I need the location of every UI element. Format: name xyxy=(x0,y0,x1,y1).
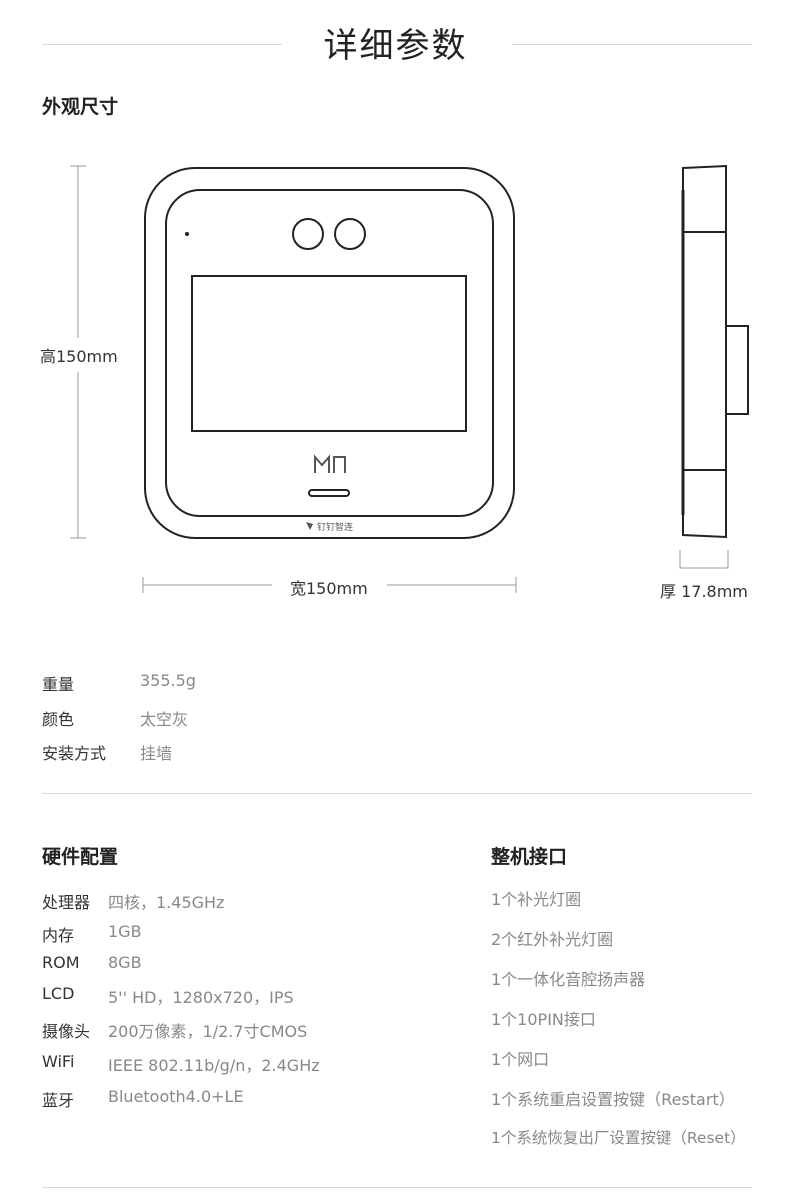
interface-item: 1个10PIN接口 xyxy=(491,1010,596,1029)
logo-mark xyxy=(314,454,346,473)
camera-right xyxy=(334,218,366,250)
hardware-section-title: 硬件配置 xyxy=(42,846,119,868)
brand-text: 钉钉智连 xyxy=(317,523,354,533)
hardware-label-cpu: 处理器 xyxy=(42,893,91,912)
interface-item: 1个补光灯圈 xyxy=(491,890,582,909)
front-view xyxy=(144,167,515,539)
hardware-label-rom: ROM xyxy=(42,953,80,972)
spec-label-weight: 重量 xyxy=(42,675,75,694)
interface-item: 2个红外补光灯圈 xyxy=(491,930,614,949)
sensor-dot xyxy=(185,232,189,236)
spec-label-color: 颜色 xyxy=(42,710,75,729)
home-indicator xyxy=(308,489,350,497)
hardware-value-camera: 200万像素，1/2.7寸CMOS xyxy=(108,1022,308,1041)
outer-frame xyxy=(144,167,515,539)
hardware-value-wifi: IEEE 802.11b/g/n，2.4GHz xyxy=(108,1056,320,1075)
spec-value-color: 太空灰 xyxy=(140,710,189,729)
camera-left xyxy=(292,218,324,250)
depth-label: 厚 17.8mm xyxy=(660,578,748,602)
side-view xyxy=(681,164,749,539)
interface-item: 1个一体化音腔扬声器 xyxy=(491,970,646,989)
hardware-value-rom: 8GB xyxy=(108,953,142,972)
device-drawing xyxy=(70,164,749,593)
height-dimension-line xyxy=(70,165,86,539)
footer-divider xyxy=(42,1187,752,1188)
header-divider-right xyxy=(512,44,752,45)
hardware-label-wifi: WiFi xyxy=(42,1052,75,1071)
spec-value-weight: 355.5g xyxy=(140,671,196,690)
hardware-label-camera: 摄像头 xyxy=(42,1022,91,1041)
header-divider-left xyxy=(42,44,282,45)
hardware-label-memory: 内存 xyxy=(42,926,75,945)
width-dimension-line xyxy=(142,577,517,593)
inner-frame xyxy=(165,189,494,517)
hardware-value-bluetooth: Bluetooth4.0+LE xyxy=(108,1087,244,1106)
height-label: 高150mm xyxy=(40,343,118,367)
hardware-value-memory: 1GB xyxy=(108,922,142,941)
screen xyxy=(191,275,467,432)
interface-item: 1个网口 xyxy=(491,1050,550,1069)
width-label: 宽150mm xyxy=(290,575,368,599)
hardware-label-lcd: LCD xyxy=(42,984,75,1003)
appearance-section-title: 外观尺寸 xyxy=(42,96,119,118)
spec-label-mounting: 安装方式 xyxy=(42,744,107,763)
hardware-label-bluetooth: 蓝牙 xyxy=(42,1091,75,1110)
interface-item: 1个系统恢复出厂设置按键（Reset） xyxy=(491,1129,746,1147)
page-title: 详细参数 xyxy=(323,26,468,66)
interfaces-section-title: 整机接口 xyxy=(491,846,568,868)
brand-icon xyxy=(306,522,313,530)
interface-item: 1个系统重启设置按键（Restart） xyxy=(491,1090,735,1109)
hardware-value-lcd: 5'' HD，1280x720，IPS xyxy=(108,988,294,1007)
depth-dimension-line xyxy=(679,550,729,569)
section-divider xyxy=(42,793,752,794)
hardware-value-cpu: 四核，1.45GHz xyxy=(108,893,225,912)
spec-value-mounting: 挂墙 xyxy=(140,744,173,763)
